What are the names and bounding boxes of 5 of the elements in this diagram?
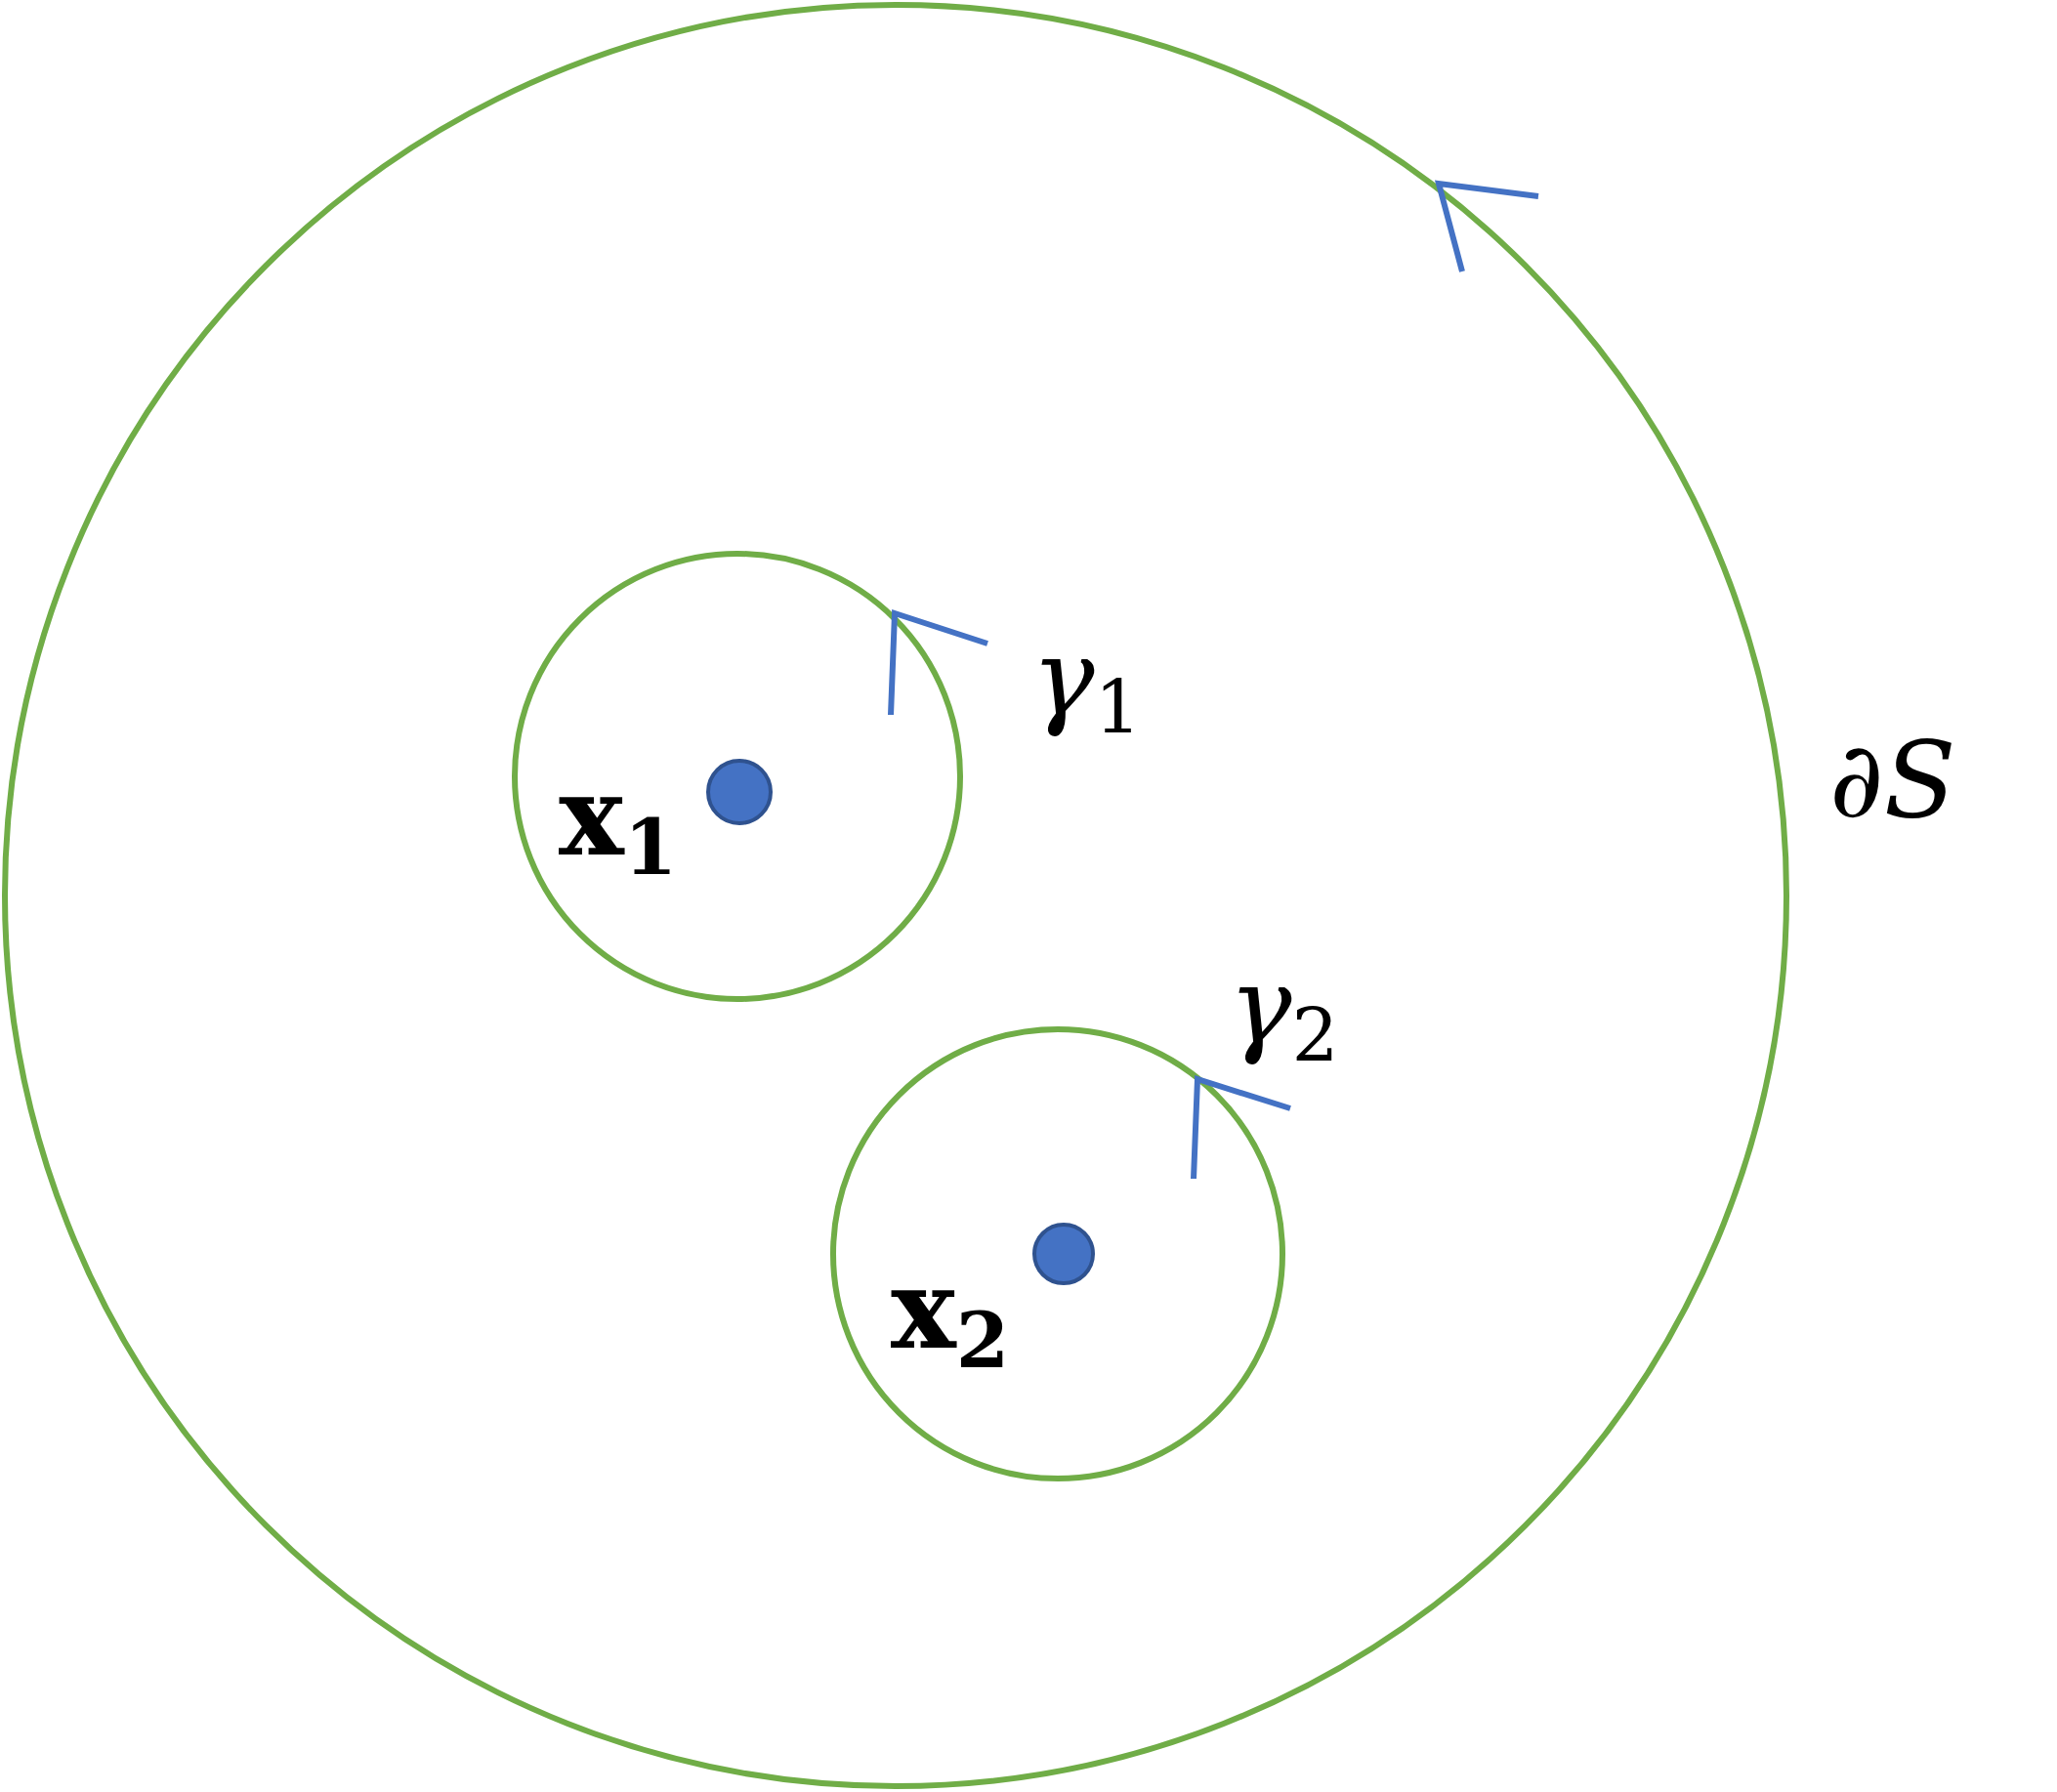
point-label: x$_{1}$ bbox=[559, 762, 678, 885]
point-label: x$_{2}$ bbox=[891, 1255, 1010, 1378]
boundary-label: ∂S bbox=[1829, 728, 1956, 833]
contour-label: γ$_{2}$ bbox=[1229, 953, 1339, 1073]
contour-label: γ$_{1}$ bbox=[1031, 625, 1142, 745]
